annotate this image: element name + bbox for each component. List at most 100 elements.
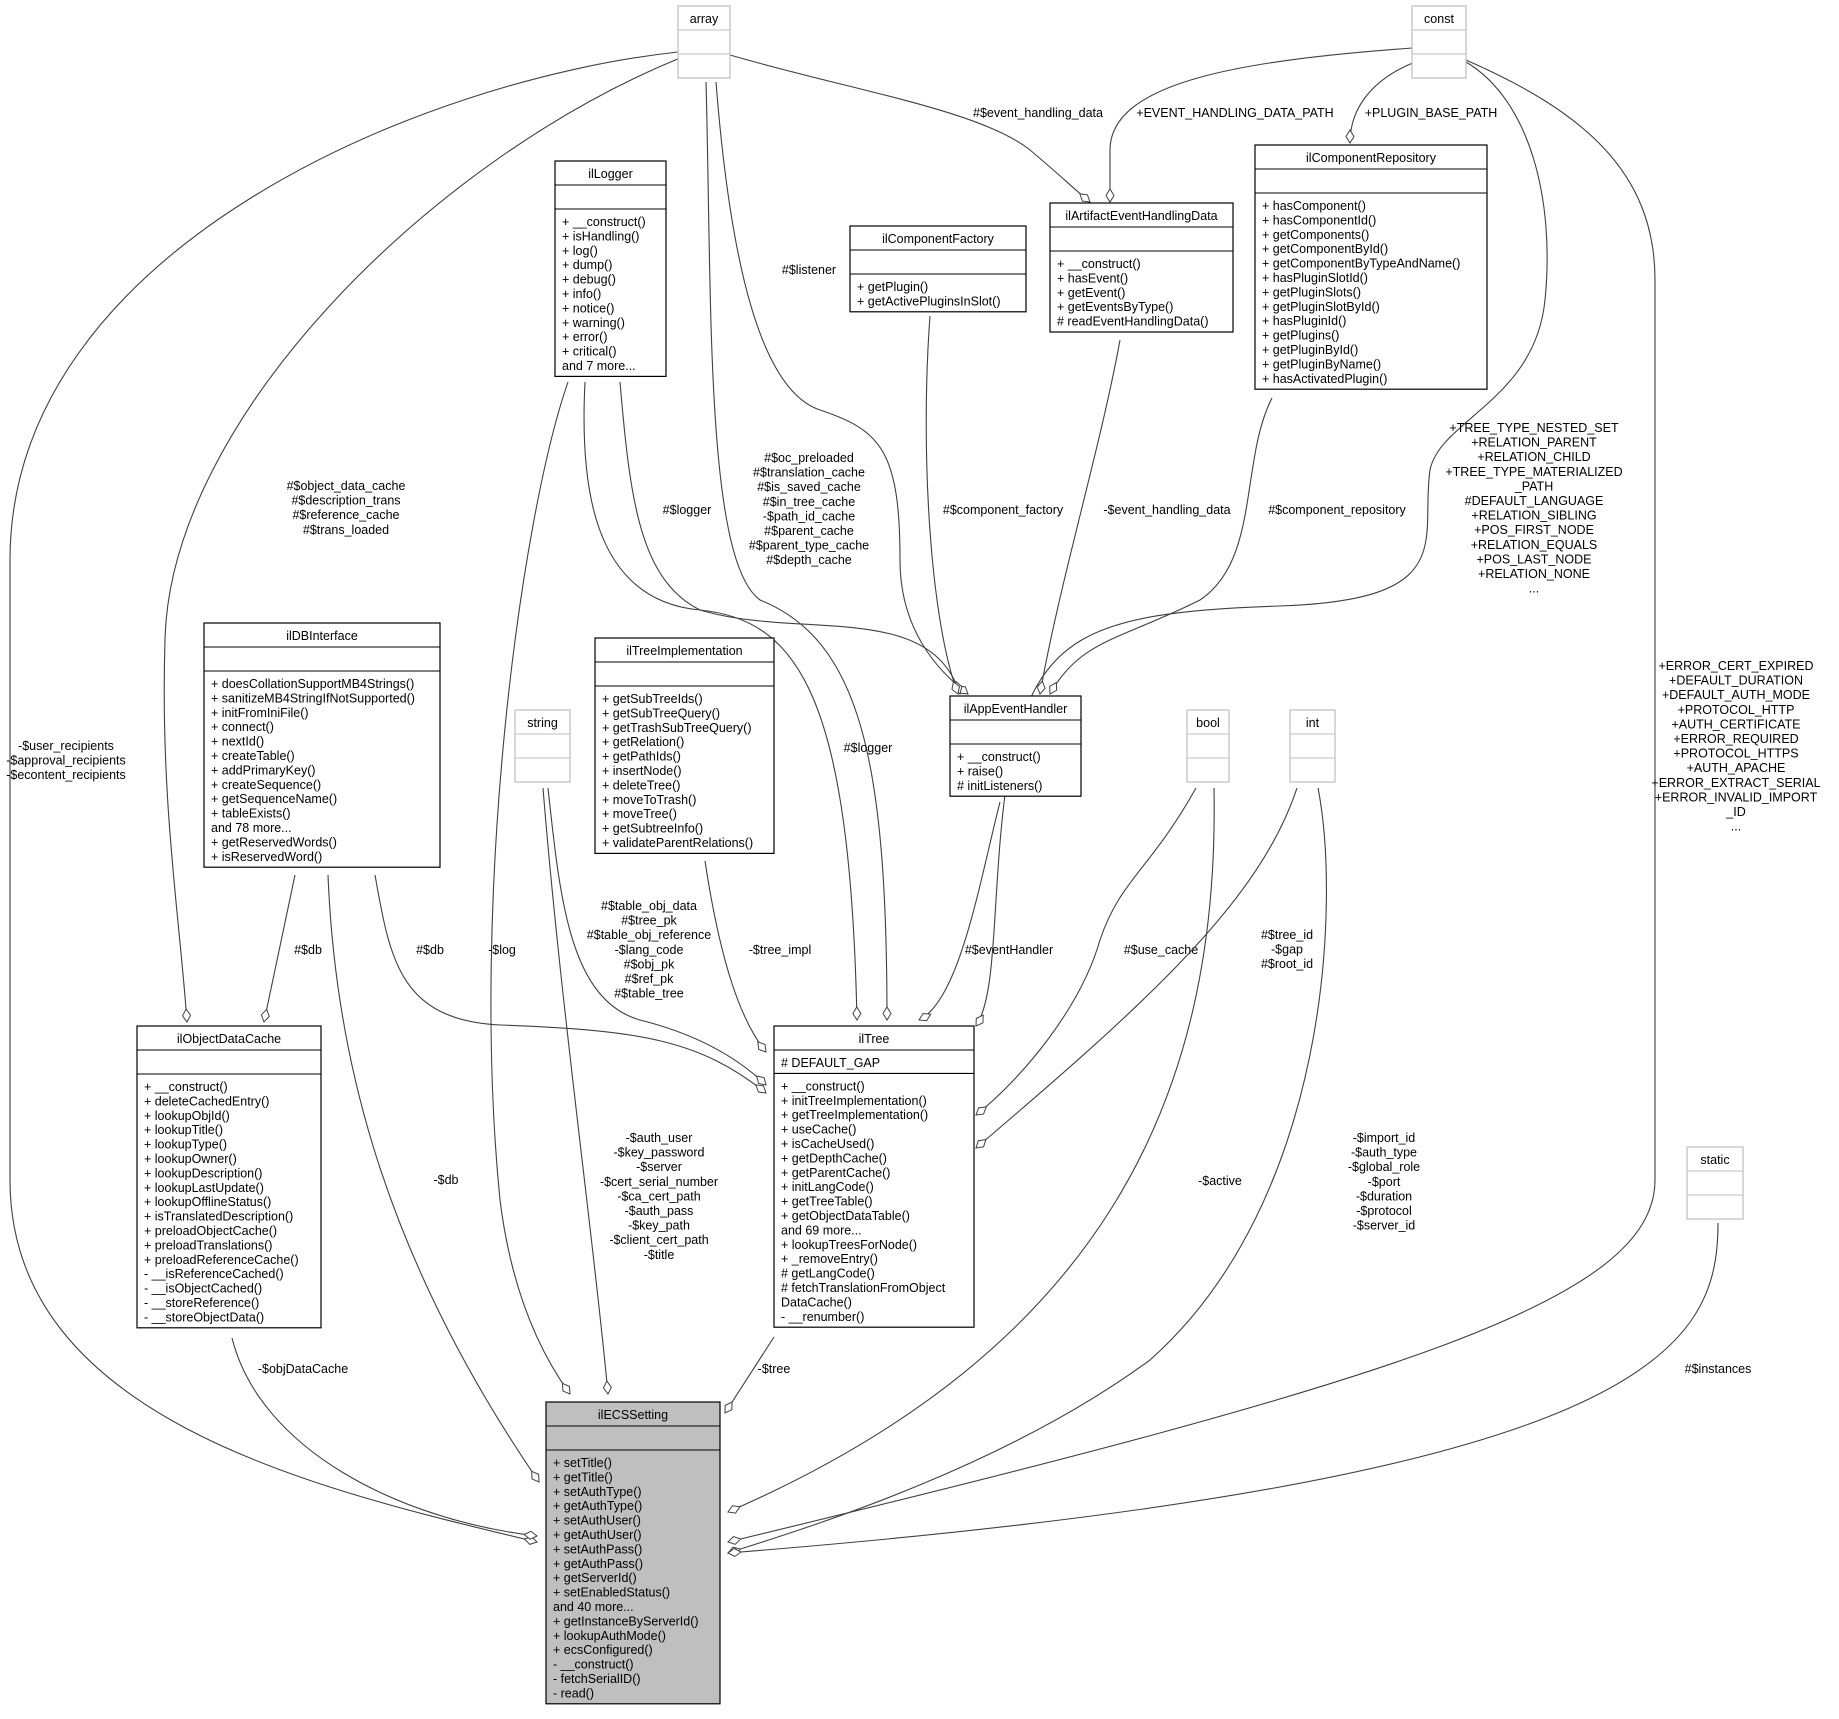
member-name: -$db — [433, 1173, 458, 1187]
class-box-static[interactable]: static — [1686, 1146, 1744, 1220]
member-name: +ERROR_CERT_EXPIRED — [1658, 659, 1813, 673]
association-line — [1105, 47, 1413, 203]
class-method: + getAuthType() — [553, 1499, 642, 1513]
class-method: + isTranslatedDescription() — [144, 1210, 293, 1224]
class-box-border — [1411, 5, 1467, 79]
member-name: #$table_obj_reference — [587, 928, 711, 942]
member-name: +TREE_TYPE_MATERIALIZED — [1445, 465, 1622, 479]
member-name: ... — [1731, 820, 1741, 834]
association-il-component-factory-to-il-app-event-handler: #$component_factory — [925, 315, 1064, 695]
edges-layer: -$user_recipients-$approval_recipients-$… — [6, 47, 1821, 1558]
association-label: #$event_handling_data — [973, 106, 1103, 120]
class-method: # fetchTranslationFromObject — [781, 1281, 946, 1295]
class-box-il-artifact-event-handling-data[interactable]: ilArtifactEventHandlingData+ __construct… — [1049, 202, 1234, 333]
association-line — [724, 1336, 775, 1414]
member-name: +RELATION_PARENT — [1471, 436, 1597, 450]
association-line — [727, 787, 1327, 1556]
member-name: #$table_obj_data — [601, 899, 697, 913]
member-name: -$path_id_cache — [763, 509, 855, 523]
class-method: + setAuthPass() — [553, 1542, 642, 1556]
class-method: + warning() — [562, 316, 625, 330]
association-label: #$use_cache — [1124, 943, 1198, 957]
class-method: + createSequence() — [211, 778, 321, 792]
class-method: + getPluginSlots() — [1262, 285, 1361, 299]
class-box-il-app-event-handler[interactable]: ilAppEventHandler+ __construct()+ raise(… — [949, 695, 1082, 797]
class-method: # readEventHandlingData() — [1057, 315, 1208, 329]
class-box-string[interactable]: string — [514, 709, 571, 783]
class-box-border — [677, 5, 731, 79]
association-line — [925, 315, 960, 695]
class-method: + initFromIniFile() — [211, 706, 309, 720]
class-name: bool — [1196, 716, 1220, 730]
association-il-logger-to-il-tree: #$logger — [583, 381, 893, 1021]
member-name: -$cert_serial_number — [600, 1175, 718, 1189]
class-method: # getLangCode() — [781, 1267, 875, 1281]
class-method: + notice() — [562, 301, 614, 315]
class-method: + getEvent() — [1057, 286, 1125, 300]
class-box-il-tree-implementation[interactable]: ilTreeImplementation+ getSubTreeIds()+ g… — [594, 637, 775, 854]
class-box-array[interactable]: array — [677, 5, 731, 79]
class-box-il-object-data-cache[interactable]: ilObjectDataCache+ __construct()+ delete… — [136, 1025, 322, 1329]
member-name: -$tree — [758, 1362, 791, 1376]
member-name: #$reference_cache — [292, 508, 399, 522]
association-label: -$user_recipients-$approval_recipients-$… — [6, 739, 126, 782]
member-name: +ERROR_REQUIRED — [1673, 732, 1798, 746]
association-line — [705, 81, 892, 1021]
association-line — [231, 1337, 538, 1540]
member-name: #$description_trans — [291, 494, 400, 508]
member-name: +ERROR_INVALID_IMPORT — [1655, 790, 1818, 804]
class-method: + lookupDescription() — [144, 1166, 262, 1180]
member-name: #DEFAULT_LANGUAGE — [1465, 494, 1604, 508]
association-label: #$logger — [844, 741, 893, 755]
class-box-int[interactable]: int — [1289, 709, 1336, 783]
member-name: +PLUGIN_BASE_PATH — [1365, 106, 1498, 120]
member-name: #$use_cache — [1124, 943, 1198, 957]
member-name: -$protocol — [1356, 1204, 1412, 1218]
class-method: and 78 more... — [211, 821, 292, 835]
association-line — [583, 381, 862, 1021]
association-line — [374, 874, 767, 1094]
member-name: #$eventHandler — [965, 943, 1053, 957]
class-method: - __renumber() — [781, 1310, 864, 1324]
association-label: #$logger — [663, 503, 712, 517]
class-method: + getPluginById() — [1262, 343, 1358, 357]
member-name: -$approval_recipients — [6, 754, 126, 768]
association-line — [729, 54, 1091, 203]
member-name: +RELATION_SIBLING — [1471, 509, 1596, 523]
association-label: +EVENT_HANDLING_DATA_PATH — [1136, 106, 1333, 120]
class-method: - __storeReference() — [144, 1296, 259, 1310]
class-box-bool[interactable]: bool — [1186, 709, 1230, 783]
association-il-dbinterface-to-il-ecssetting: -$db — [327, 874, 540, 1483]
class-name: int — [1306, 716, 1320, 730]
class-box-il-tree[interactable]: ilTree# DEFAULT_GAP+ __construct()+ init… — [773, 1025, 975, 1328]
class-box-il-dbinterface[interactable]: ilDBInterface+ doesCollationSupportMB4St… — [203, 622, 441, 868]
member-name: -$client_cert_path — [609, 1233, 708, 1247]
class-method: + getSequenceName() — [211, 792, 337, 806]
member-name: +RELATION_CHILD — [1477, 450, 1590, 464]
class-box-border — [136, 1025, 322, 1329]
member-name: +RELATION_EQUALS — [1471, 538, 1598, 552]
association-array-to-il-artifact-event-handling-data: #$event_handling_data — [729, 54, 1103, 203]
class-method: + preloadReferenceCache() — [144, 1253, 299, 1267]
member-name: -$gap — [1271, 943, 1303, 957]
association-line — [727, 1222, 1719, 1558]
class-box-il-logger[interactable]: ilLogger+ __construct()+ isHandling()+ l… — [554, 160, 667, 377]
association-label: #$component_repository — [1268, 503, 1406, 517]
class-method: + addPrimaryKey() — [211, 763, 316, 777]
class-method: + getPluginByName() — [1262, 357, 1381, 371]
class-box-il-component-factory[interactable]: ilComponentFactory+ getPlugin()+ getActi… — [849, 225, 1027, 313]
class-method: + __construct() — [1057, 257, 1141, 271]
class-box-const[interactable]: const — [1411, 5, 1467, 79]
association-label: -$event_handling_data — [1103, 503, 1230, 517]
association-label: -$tree_impl — [749, 943, 812, 957]
member-name: -$auth_type — [1351, 1146, 1417, 1160]
class-box-il-ecssetting[interactable]: ilECSSetting+ setTitle()+ getTitle()+ se… — [545, 1401, 721, 1705]
class-method: + preloadTranslations() — [144, 1238, 272, 1252]
member-name: #$in_tree_cache — [763, 495, 855, 509]
class-method: + isCacheUsed() — [781, 1137, 874, 1151]
class-method: - __isObjectCached() — [144, 1282, 262, 1296]
class-box-il-component-repository[interactable]: ilComponentRepository+ hasComponent()+ h… — [1254, 144, 1488, 390]
member-name: -$server — [636, 1160, 682, 1174]
member-name: #$parent_cache — [764, 524, 854, 538]
association-label: -$log — [488, 943, 516, 957]
